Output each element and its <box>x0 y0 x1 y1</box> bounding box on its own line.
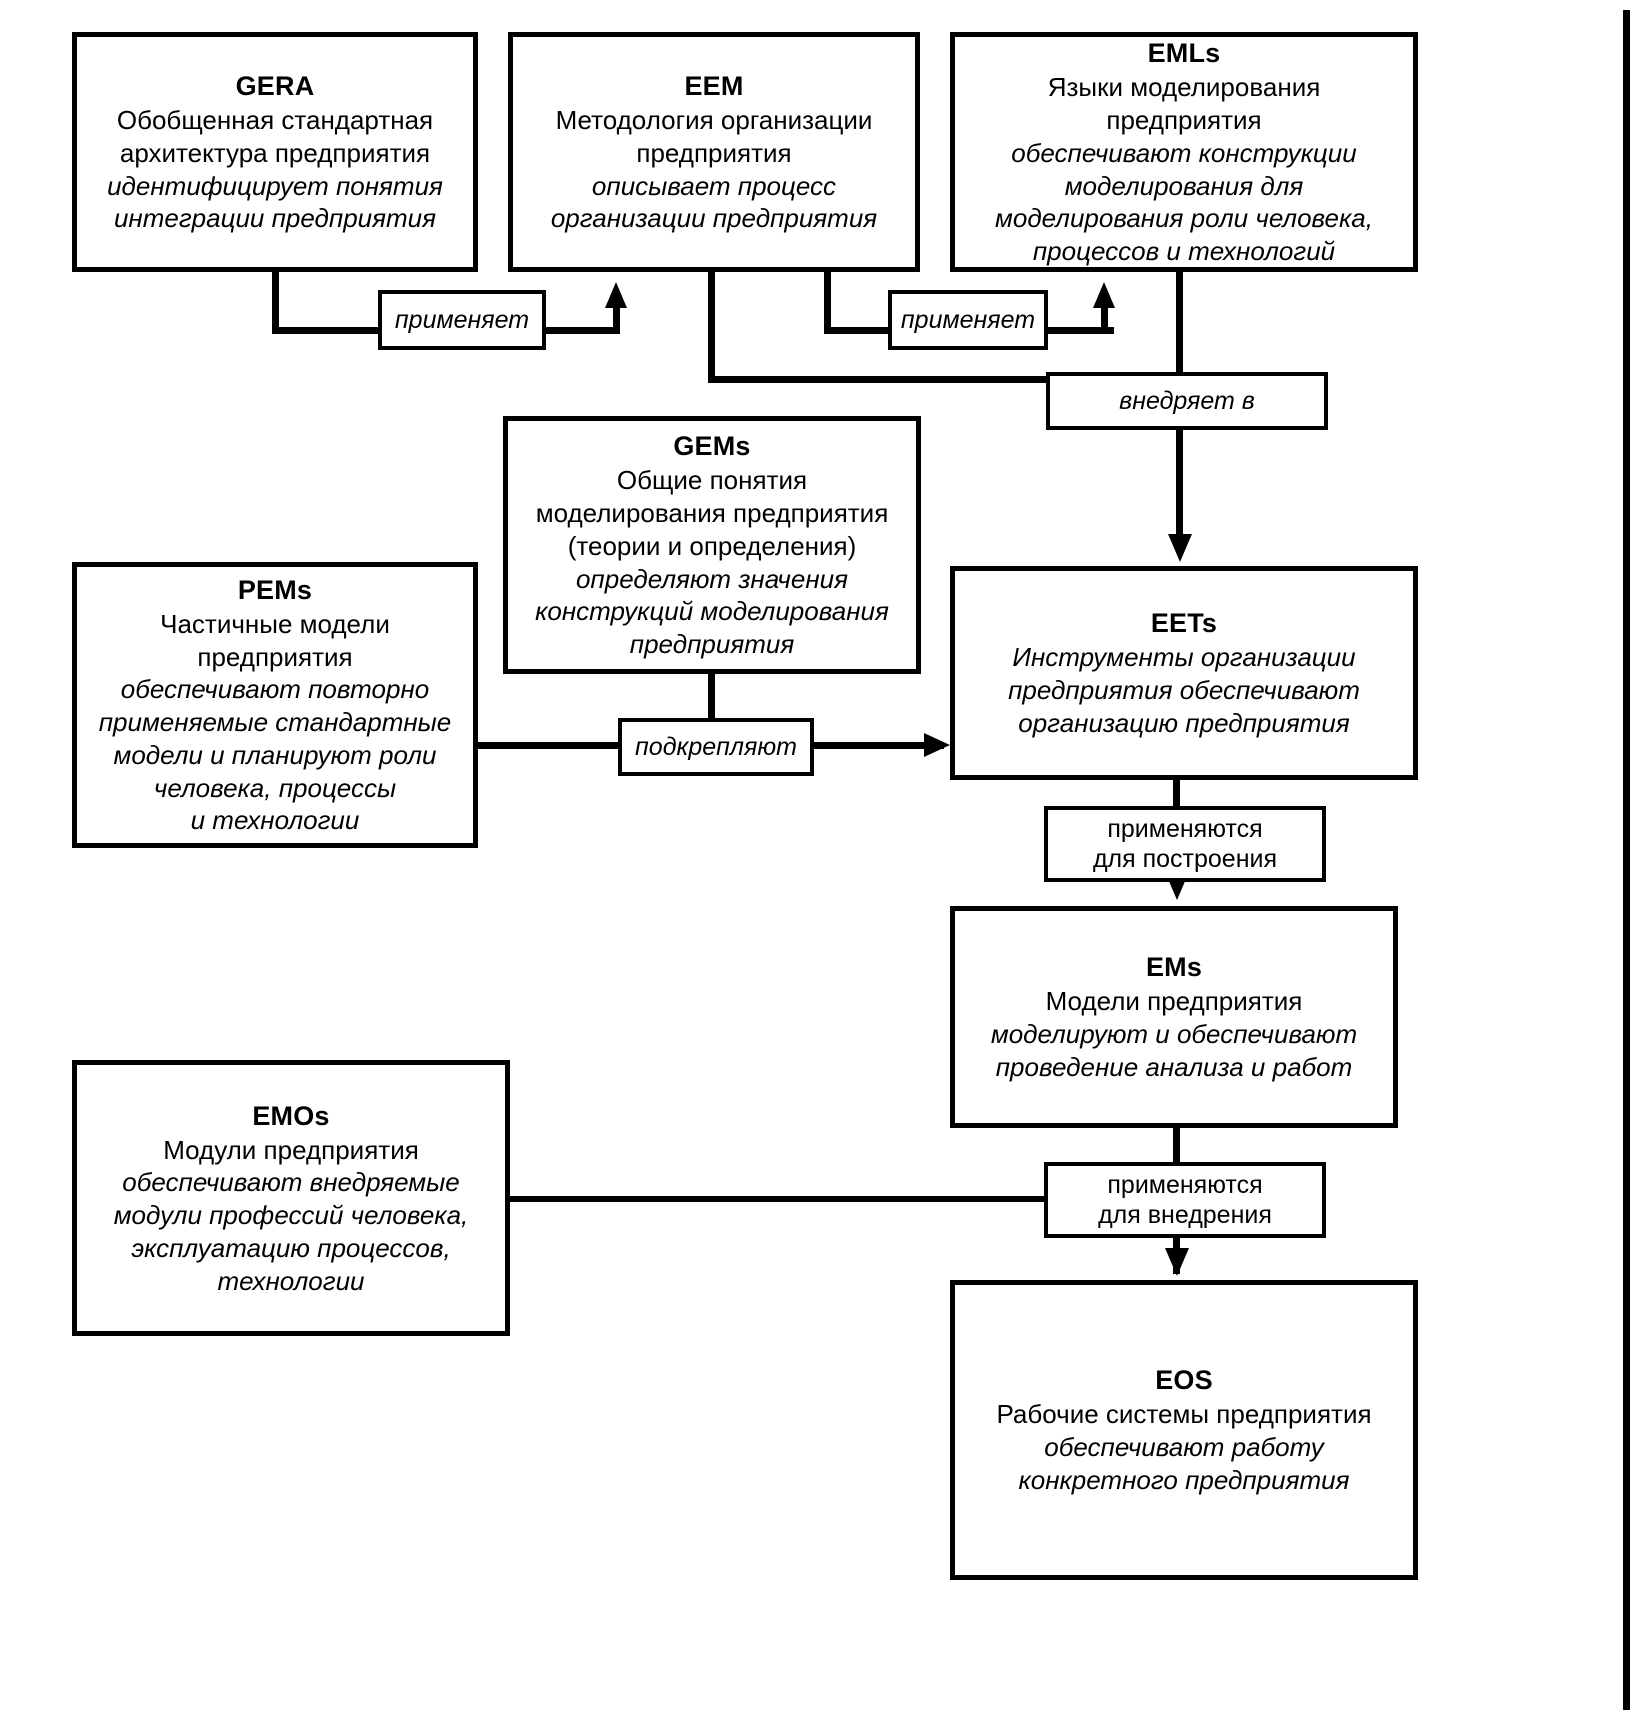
edge-label-primenyayutsya-vnedreniya-text: применяются для внедрения <box>1098 1170 1272 1231</box>
box-eem: EEM Методология организации предприятия … <box>508 32 920 272</box>
arrow-pems-to-eets <box>924 733 950 757</box>
frame-right-rule <box>1623 10 1630 1710</box>
box-gera-line-3: идентифицирует понятия <box>107 170 443 201</box>
box-pems-line-3: обеспечивают повторно <box>120 674 430 705</box>
box-emos-line-1: Модули предприятия <box>163 1134 419 1165</box>
edge-label-podkreplyayut-text: подкрепляют <box>635 733 797 761</box>
box-eets-line-2: предприятия обеспечивают <box>1008 675 1360 706</box>
edge-label-postroeniya-line-2: для построения <box>1092 845 1278 873</box>
box-emls-acronym: EMLs <box>1147 38 1221 69</box>
connector-emls-applies-up <box>1101 298 1108 334</box>
edge-label-primenyayutsya-postroeniya-text: применяются для построения <box>1093 814 1277 875</box>
box-emls-line-4: моделирования для <box>1064 170 1304 201</box>
arrow-to-emls <box>1093 282 1115 308</box>
box-pems-line-5: модели и планируют роли <box>113 739 437 770</box>
box-gera-line-4: интеграции предприятия <box>113 203 437 234</box>
edge-label-primenyayutsya-vnedreniya: применяются для внедрения <box>1044 1162 1326 1238</box>
box-gems-line-1: Общие понятия <box>616 465 808 496</box>
box-pems-line-1: Частичные модели <box>160 608 390 639</box>
box-eets: EETs Инструменты организации предприятия… <box>950 566 1418 780</box>
box-gems-line-6: предприятия <box>629 629 795 660</box>
box-pems-line-4: применяемые стандартные <box>98 707 452 738</box>
edge-label-primenyaet-2-text: применяет <box>900 306 1036 334</box>
box-eets-line-3: организацию предприятия <box>1018 707 1350 738</box>
box-gera-acronym: GERA <box>235 70 315 101</box>
box-emls-line-6: процессов и технологий <box>1032 236 1336 267</box>
box-emos-line-2: обеспечивают внедряемые <box>122 1167 460 1198</box>
edge-label-vnedryaet-v: внедряет в <box>1046 372 1328 430</box>
connector-gera-down <box>272 272 279 334</box>
edge-label-vnedryaet-v-text: внедряет в <box>1119 387 1255 415</box>
box-eets-line-1: Инструменты организации <box>1012 642 1356 673</box>
box-eem-line-3: описывает процесс <box>591 170 837 201</box>
edge-label-postroeniya-line-1: применяются <box>1107 814 1263 843</box>
box-pems-acronym: PEMs <box>237 574 313 605</box>
box-gera: GERA Обобщенная стандартная архитектура … <box>72 32 478 272</box>
connector-eem-down <box>708 272 715 382</box>
box-eem-line-2: предприятия <box>636 137 792 168</box>
box-gems-line-5: конструкций моделирования <box>535 596 889 627</box>
box-eem-line-1: Методология организации <box>555 105 873 136</box>
box-eos: EOS Рабочие системы предприятия обеспечи… <box>950 1280 1418 1580</box>
box-gems-acronym: GEMs <box>673 431 751 462</box>
box-pems-line-2: предприятия <box>197 641 353 672</box>
box-eem-line-4: организации предприятия <box>550 203 878 234</box>
box-gems: GEMs Общие понятия моделирования предпри… <box>503 416 921 674</box>
connector-emls-applies-down <box>824 272 831 334</box>
edge-label-podkreplyayut: подкрепляют <box>618 718 814 776</box>
box-ems: EMs Модели предприятия моделируют и обес… <box>950 906 1398 1128</box>
box-emos-acronym: EMOs <box>252 1100 330 1131</box>
connector-emos-to-label <box>510 1196 1048 1202</box>
box-emos-line-3: модули профессий человека, <box>113 1200 469 1231</box>
box-emos: EMOs Модули предприятия обеспечивают вне… <box>72 1060 510 1336</box>
box-pems-line-6: человека, процессы <box>153 772 397 803</box>
box-ems-line-3: проведение анализа и работ <box>995 1051 1353 1082</box>
edge-label-primenyaet-1: применяет <box>378 290 546 350</box>
box-pems: PEMs Частичные модели предприятия обеспе… <box>72 562 478 848</box>
box-eos-line-3: конкретного предприятия <box>1018 1464 1350 1495</box>
box-emos-line-5: технологии <box>217 1265 365 1296</box>
arrow-ems-to-eos <box>1165 1248 1189 1276</box>
arrow-emls-to-eets <box>1168 534 1192 562</box>
connector-gems-down <box>708 674 715 748</box>
box-eem-acronym: EEM <box>684 70 744 101</box>
box-emls-line-2: предприятия <box>1106 105 1262 136</box>
edge-label-primenyaet-2: применяет <box>888 290 1048 350</box>
box-emls-line-3: обеспечивают конструкции <box>1011 137 1357 168</box>
box-eets-acronym: EETs <box>1150 608 1218 639</box>
box-ems-line-1: Модели предприятия <box>1045 986 1303 1017</box>
box-eos-acronym: EOS <box>1155 1365 1213 1396</box>
arrow-gera-to-eem <box>605 282 627 308</box>
connector-eem-to-bus <box>708 376 1058 383</box>
edge-label-primenyayutsya-postroeniya: применяются для построения <box>1044 806 1326 882</box>
edge-label-vnedreniya-line-2: для внедрения <box>1098 1201 1272 1229</box>
edge-label-vnedreniya-line-1: применяются <box>1107 1170 1263 1199</box>
connector-gera-up <box>613 298 620 334</box>
box-ems-line-2: моделируют и обеспечивают <box>990 1019 1358 1050</box>
box-eos-line-1: Рабочие системы предприятия <box>996 1399 1372 1430</box>
box-emls-line-5: моделирования роли человека, <box>995 203 1373 234</box>
box-emls: EMLs Языки моделирования предприятия обе… <box>950 32 1418 272</box>
box-gems-line-3: (теории и определения) <box>567 530 857 561</box>
box-emls-line-1: Языки моделирования <box>1047 72 1321 103</box>
box-gems-line-4: определяют значения <box>575 563 849 594</box>
box-gera-line-2: архитектура предприятия <box>119 137 431 168</box>
box-gera-line-1: Обобщенная стандартная <box>116 105 434 136</box>
box-gems-line-2: моделирования предприятия <box>535 498 889 529</box>
box-emos-line-4: эксплуатацию процессов, <box>131 1232 451 1263</box>
box-ems-acronym: EMs <box>1145 952 1203 983</box>
box-pems-line-7: и технологии <box>190 805 360 836</box>
edge-label-primenyaet-1-text: применяет <box>394 306 530 334</box>
box-eos-line-2: обеспечивают работу <box>1044 1432 1324 1463</box>
